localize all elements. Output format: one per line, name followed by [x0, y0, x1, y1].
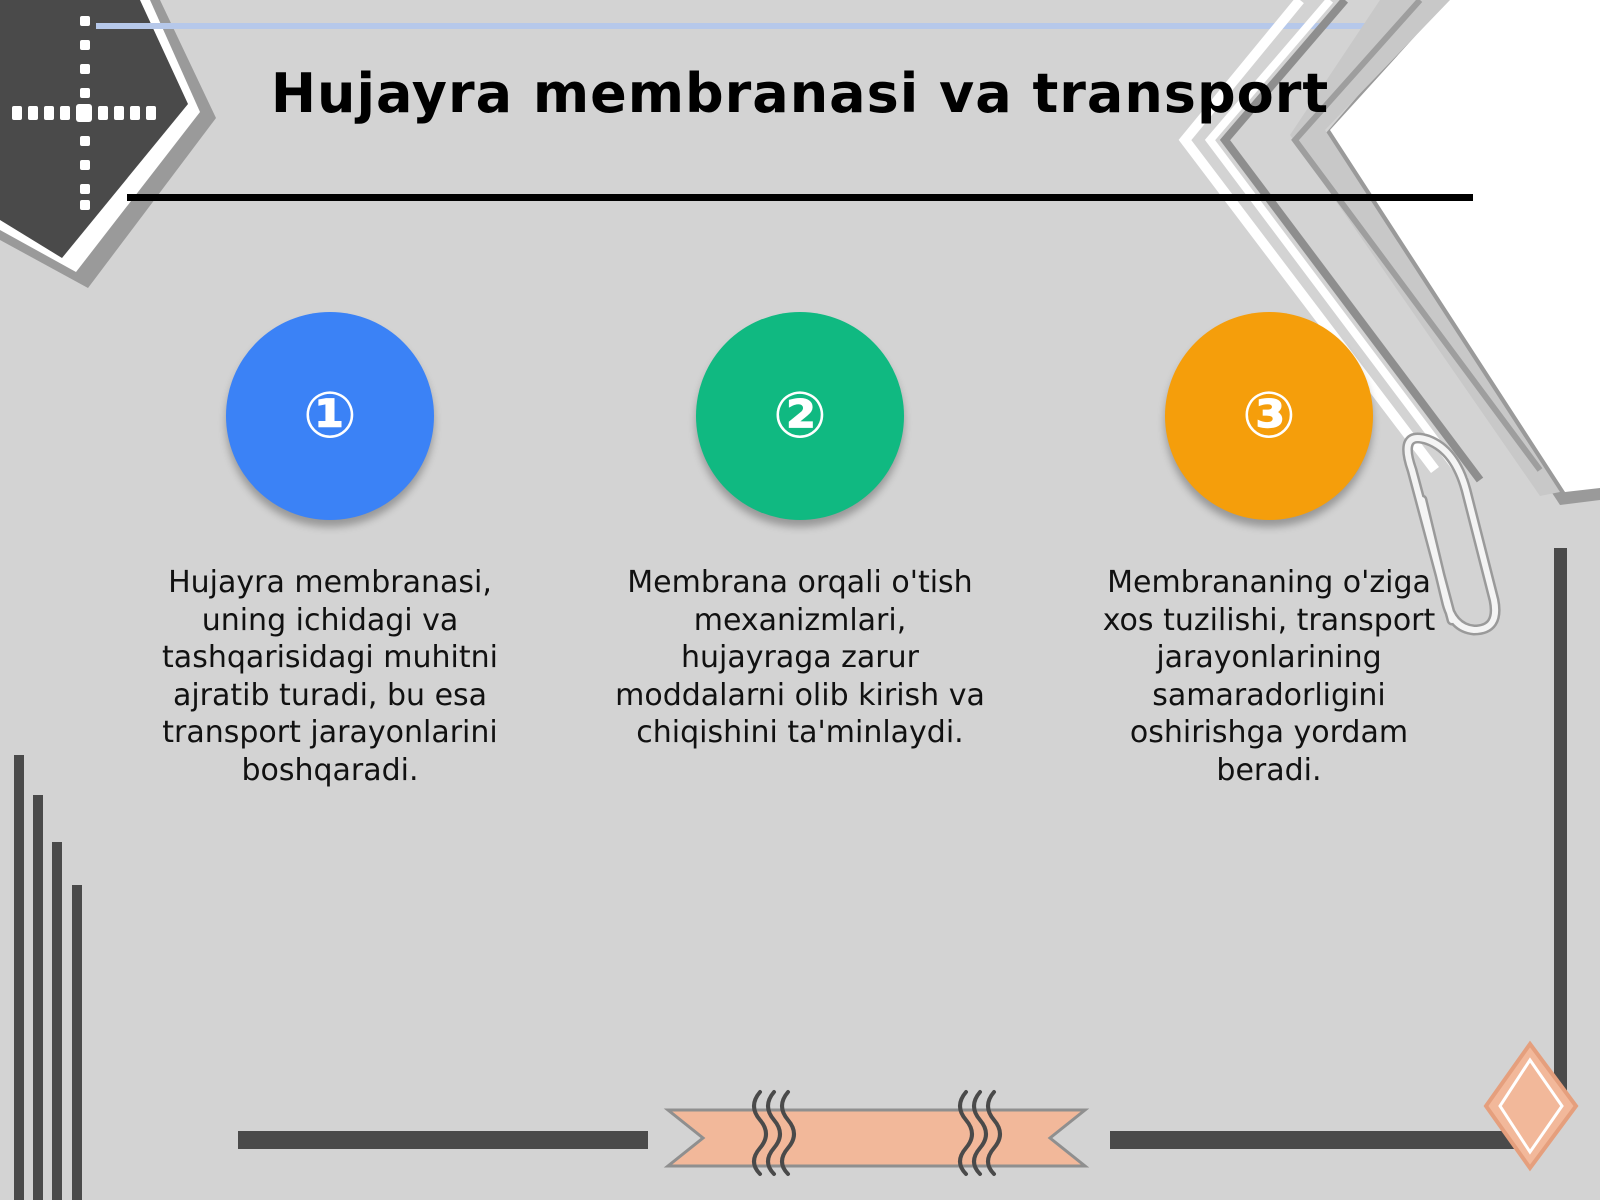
- plus-cross-icon: [12, 16, 156, 210]
- number-circle-2: ②: [696, 312, 904, 520]
- top-right-paper-ornament: [1178, 0, 1600, 505]
- top-left-ornament: [0, 0, 216, 288]
- right-vertical-bar: [1554, 548, 1567, 1098]
- title-underline: [127, 194, 1473, 201]
- number-3: ③: [1241, 379, 1297, 453]
- ribbon-banner: [663, 1090, 1090, 1176]
- paperclip-icon: [1402, 432, 1501, 636]
- bottom-bar-right: [1110, 1131, 1530, 1149]
- bottom-bar-left: [238, 1131, 648, 1149]
- point-3-text: Membrananing o'ziga xos tuzilishi, trans…: [1102, 565, 1436, 788]
- top-accent-line: [96, 23, 1506, 29]
- diamond-ornament: [1483, 1040, 1579, 1172]
- point-2-text: Membrana orqali o'tish mexanizmlari, huj…: [615, 565, 985, 750]
- point-1: ① Hujayra membranasi, uning ichidagi va …: [130, 312, 530, 789]
- number-circle-3: ③: [1165, 312, 1373, 520]
- point-3: ③ Membrananing o'ziga xos tuzilishi, tra…: [1069, 312, 1469, 789]
- number-1: ①: [302, 379, 358, 453]
- point-1-text: Hujayra membranasi, uning ichidagi va ta…: [162, 565, 498, 788]
- point-2: ② Membrana orqali o'tish mexanizmlari, h…: [600, 312, 1000, 752]
- number-2: ②: [772, 379, 828, 453]
- left-bars: [14, 755, 82, 1200]
- slide-title: Hujayra membranasi va transport: [270, 62, 1330, 125]
- number-circle-1: ①: [226, 312, 434, 520]
